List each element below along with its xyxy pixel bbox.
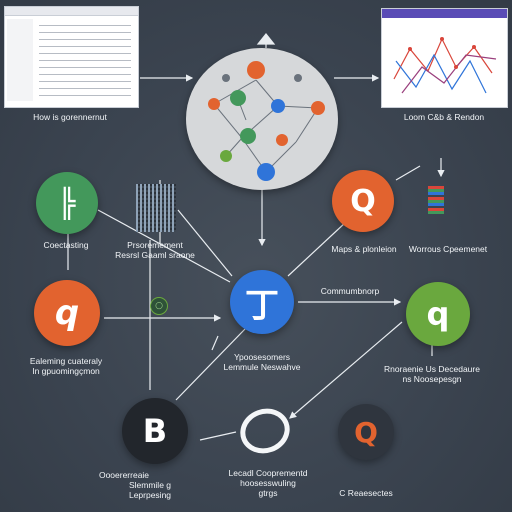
left-window-caption: How is gorennernut bbox=[33, 112, 107, 122]
black-node-label-2: Slemmile g bbox=[128, 480, 172, 490]
document-text-lines bbox=[39, 21, 131, 101]
maps-node[interactable]: Q bbox=[332, 170, 394, 232]
window-sidebar bbox=[7, 19, 33, 101]
central-hub[interactable] bbox=[186, 48, 338, 190]
ring-label-2: hoosesswuling bbox=[240, 478, 296, 488]
ring-label-3: gtrgs bbox=[258, 488, 278, 498]
center-icon: 丁 bbox=[245, 285, 279, 326]
left-app-window[interactable] bbox=[4, 6, 139, 108]
green-right-label-2: ns Noosepesgn bbox=[402, 374, 462, 384]
orange-left-label-1: Ealeming cuateraly bbox=[29, 356, 103, 366]
data-matrix-thumbnail bbox=[136, 184, 176, 232]
ring-label-1: Lecadl Cooprementd bbox=[228, 468, 308, 478]
green-right-label-1: Rnoraenie Us Decedaure bbox=[384, 364, 480, 374]
coectasting-label: Coectasting bbox=[43, 240, 89, 250]
coectasting-node[interactable]: ╠ bbox=[36, 172, 98, 234]
window-titlebar bbox=[5, 7, 138, 16]
device-grid-icon bbox=[428, 186, 444, 214]
black-node-label-3: Leprpesing bbox=[128, 490, 172, 500]
hub-network-graph bbox=[208, 61, 325, 181]
center-bottom-label-2: Lemmule Neswahve bbox=[223, 362, 301, 372]
right-window-caption: Loom C&b & Rendon bbox=[403, 112, 485, 122]
ring-node[interactable] bbox=[233, 401, 297, 461]
black-node[interactable]: B bbox=[122, 398, 188, 464]
node-icon: B bbox=[142, 412, 168, 450]
center-side-label: Commumbnorp bbox=[320, 286, 380, 296]
maps-icon: Q bbox=[350, 183, 376, 219]
node-icon: q bbox=[426, 295, 450, 333]
mid-left-label-1: Prsoremement bbox=[127, 240, 183, 250]
orange-left-node[interactable]: q bbox=[34, 280, 100, 346]
orange-left-label-2: In gpuomingçmon bbox=[32, 366, 100, 376]
node-icon: Q bbox=[354, 415, 378, 449]
center-bottom-label-1: Ypoosesomers bbox=[233, 352, 291, 362]
small-link-icon: ○ bbox=[150, 297, 168, 315]
center-blue-node[interactable]: 丁 bbox=[230, 270, 294, 334]
workflow-label: Worrous Cpeemenet bbox=[408, 244, 488, 254]
mid-left-label-2: Resrsl Gaaml sraone bbox=[115, 250, 195, 260]
maps-label: Maps & plonleion bbox=[331, 244, 397, 254]
right-app-window[interactable] bbox=[381, 8, 508, 108]
green-right-node[interactable]: q bbox=[406, 282, 470, 346]
node-icon: q bbox=[54, 293, 80, 333]
window-titlebar bbox=[382, 9, 507, 18]
network-graph-thumbnail bbox=[393, 37, 497, 94]
black-node-label-1: Oooererreaie bbox=[98, 470, 150, 480]
node-icon: ╠ bbox=[58, 186, 76, 220]
orange-small-node[interactable]: Q bbox=[338, 404, 394, 460]
orange-small-label: C Reaesectes bbox=[339, 488, 393, 498]
